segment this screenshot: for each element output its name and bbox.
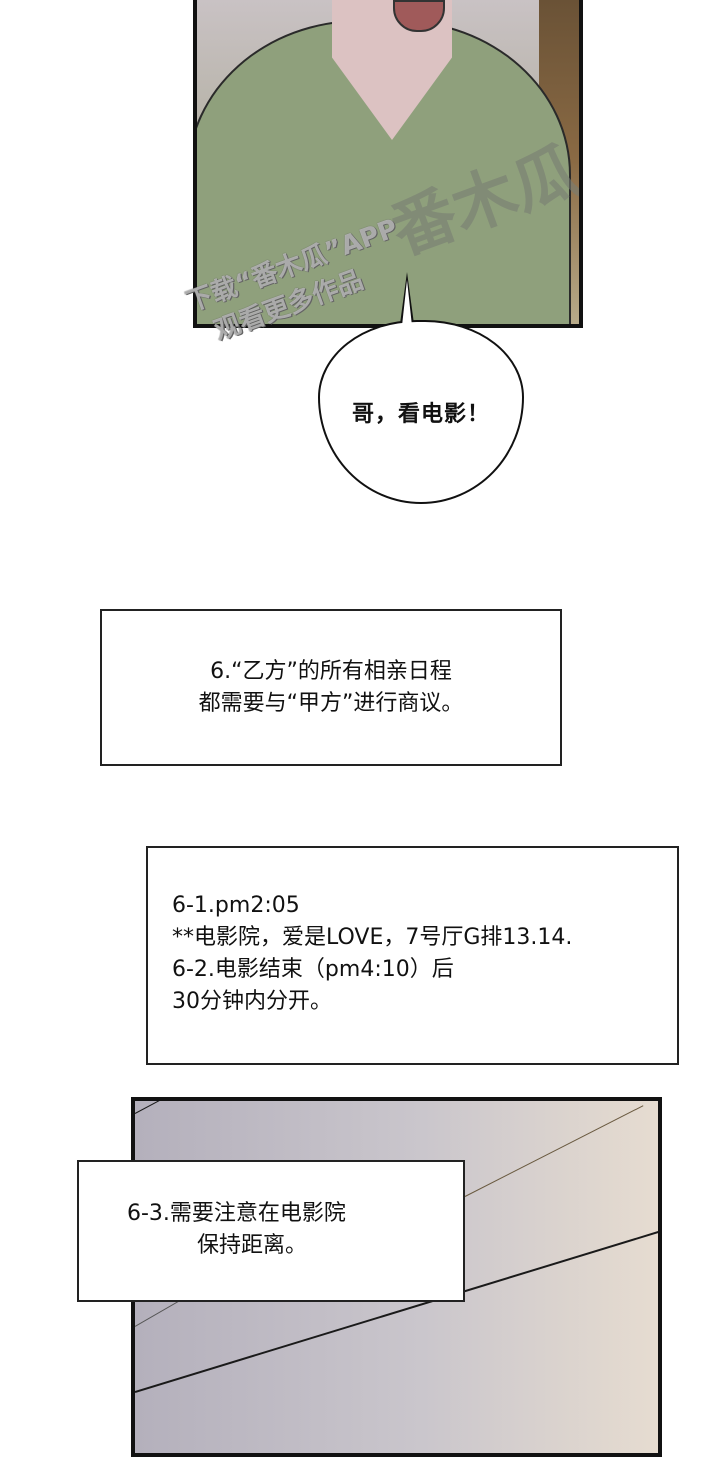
caption-line: 保持距离。	[197, 1233, 308, 1258]
caption-box-rule-6-3: 6-3.需要注意在电影院 保持距离。	[77, 1160, 465, 1302]
fabric-fold-line	[464, 1105, 644, 1197]
caption-line: 6-2.电影结束（pm4:10）后	[172, 957, 454, 982]
speech-bubble: 哥，看电影！	[318, 320, 524, 504]
fabric-fold-line	[135, 1101, 189, 1114]
caption-box-rule-6-1-6-2: 6-1.pm2:05 **电影院，爱是LOVE，7号厅G排13.14. 6-2.…	[146, 846, 679, 1065]
caption-line: 30分钟内分开。	[172, 989, 332, 1014]
speech-bubble-tail-fill	[402, 280, 412, 326]
caption-line: 6.“乙方”的所有相亲日程	[210, 658, 452, 684]
speech-text: 哥，看电影！	[351, 402, 490, 427]
comic-panel-hoodie: 番木瓜	[193, 0, 583, 328]
caption-line: **电影院，爱是LOVE，7号厅G排13.14.	[172, 925, 573, 950]
caption-line: 6-1.pm2:05	[172, 893, 300, 918]
caption-line: 6-3.需要注意在电影院	[127, 1201, 346, 1226]
caption-box-rule-6: 6.“乙方”的所有相亲日程 都需要与“甲方”进行商议。	[100, 609, 562, 766]
caption-line: 都需要与“甲方”进行商议。	[198, 690, 464, 716]
